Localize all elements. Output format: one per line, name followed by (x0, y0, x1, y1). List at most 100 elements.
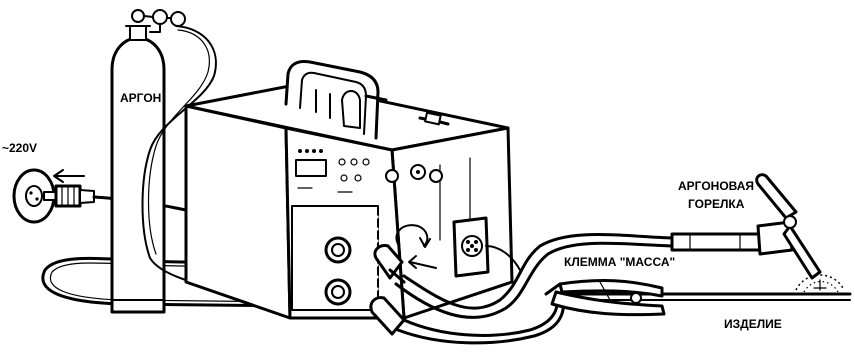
grille-hole (375, 215, 378, 218)
grille-hole (321, 299, 324, 302)
indicator-led (319, 149, 323, 153)
grille-hole (309, 287, 312, 290)
grille-hole (321, 251, 324, 254)
grille-hole (321, 287, 324, 290)
grille-hole (312, 281, 315, 284)
grille-hole (318, 245, 321, 248)
grille-hole (309, 299, 312, 302)
grille-hole (342, 269, 345, 272)
grille-hole (351, 251, 354, 254)
grille-hole (300, 245, 303, 248)
adjust-knob[interactable] (430, 170, 442, 182)
grille-hole (312, 269, 315, 272)
grille-hole (354, 257, 357, 260)
grille-hole (330, 233, 333, 236)
mains-voltage-label: ~220V (2, 141, 37, 155)
grille-hole (312, 209, 315, 212)
grille-hole (375, 227, 378, 230)
grille-hole (366, 293, 369, 296)
grille-hole (339, 275, 342, 278)
grille-hole (315, 299, 318, 302)
arrow-icon (54, 170, 84, 182)
grille-hole (357, 287, 360, 290)
torch-label-line2: ГОРЕЛКА (688, 197, 745, 211)
grille-hole (357, 299, 360, 302)
indicator-led (305, 149, 309, 153)
grille-hole (318, 257, 321, 260)
grille-hole (348, 305, 351, 308)
argon-label: АРГОН (120, 91, 161, 105)
indicator-led (312, 149, 316, 153)
grille-hole (366, 305, 369, 308)
grille-hole (306, 293, 309, 296)
grille-hole (327, 275, 330, 278)
grille-hole (363, 299, 366, 302)
grille-hole (327, 215, 330, 218)
grille-hole (303, 275, 306, 278)
grille-hole (342, 221, 345, 224)
grille-hole (375, 263, 378, 266)
grille-hole (318, 269, 321, 272)
grille-hole (297, 275, 300, 278)
grille-hole (342, 305, 345, 308)
grille-hole (315, 227, 318, 230)
grille-hole (372, 281, 375, 284)
grille-hole (306, 245, 309, 248)
grille-hole (303, 227, 306, 230)
grille-hole (300, 281, 303, 284)
grille-hole (303, 239, 306, 242)
grille-hole (354, 245, 357, 248)
grille-hole (354, 293, 357, 296)
grille-hole (357, 227, 360, 230)
grille-hole (324, 209, 327, 212)
grille-hole (318, 281, 321, 284)
grille-hole (351, 227, 354, 230)
grille-hole (324, 221, 327, 224)
grille-hole (309, 251, 312, 254)
grille-hole (357, 239, 360, 242)
grille-hole (363, 251, 366, 254)
adjust-knob[interactable] (386, 170, 398, 182)
torch-label-line1: АРГОНОВАЯ (678, 179, 754, 193)
grille-hole (360, 209, 363, 212)
grille-hole (372, 293, 375, 296)
grille-hole (369, 215, 372, 218)
grille-hole (333, 227, 336, 230)
grille-hole (321, 215, 324, 218)
grille-hole (300, 305, 303, 308)
grille-hole (294, 245, 297, 248)
grille-hole (366, 269, 369, 272)
grille-hole (363, 239, 366, 242)
grille-hole (351, 215, 354, 218)
grille-hole (297, 227, 300, 230)
grille-hole (309, 215, 312, 218)
digital-display (296, 160, 326, 176)
grille-hole (360, 257, 363, 260)
grille-hole (348, 233, 351, 236)
grille-hole (303, 263, 306, 266)
grille-hole (342, 233, 345, 236)
grille-hole (294, 233, 297, 236)
grille-hole (369, 227, 372, 230)
grille-hole (294, 269, 297, 272)
grille-hole (354, 281, 357, 284)
grille-hole (357, 263, 360, 266)
grille-hole (354, 305, 357, 308)
grille-hole (360, 233, 363, 236)
grille-hole (372, 221, 375, 224)
grille-hole (369, 275, 372, 278)
torch-control-connector (454, 218, 488, 276)
grille-hole (312, 293, 315, 296)
grille-hole (372, 269, 375, 272)
grille-hole (360, 245, 363, 248)
grille-hole (321, 239, 324, 242)
workpiece-plate (560, 294, 850, 300)
grille-hole (333, 215, 336, 218)
grille-hole (300, 233, 303, 236)
ground-clamp-label: КЛЕММА "МАССА" (564, 255, 675, 269)
grille-hole (312, 257, 315, 260)
grille-hole (330, 305, 333, 308)
grille-hole (357, 251, 360, 254)
grille-hole (348, 209, 351, 212)
indicator-led (298, 149, 302, 153)
